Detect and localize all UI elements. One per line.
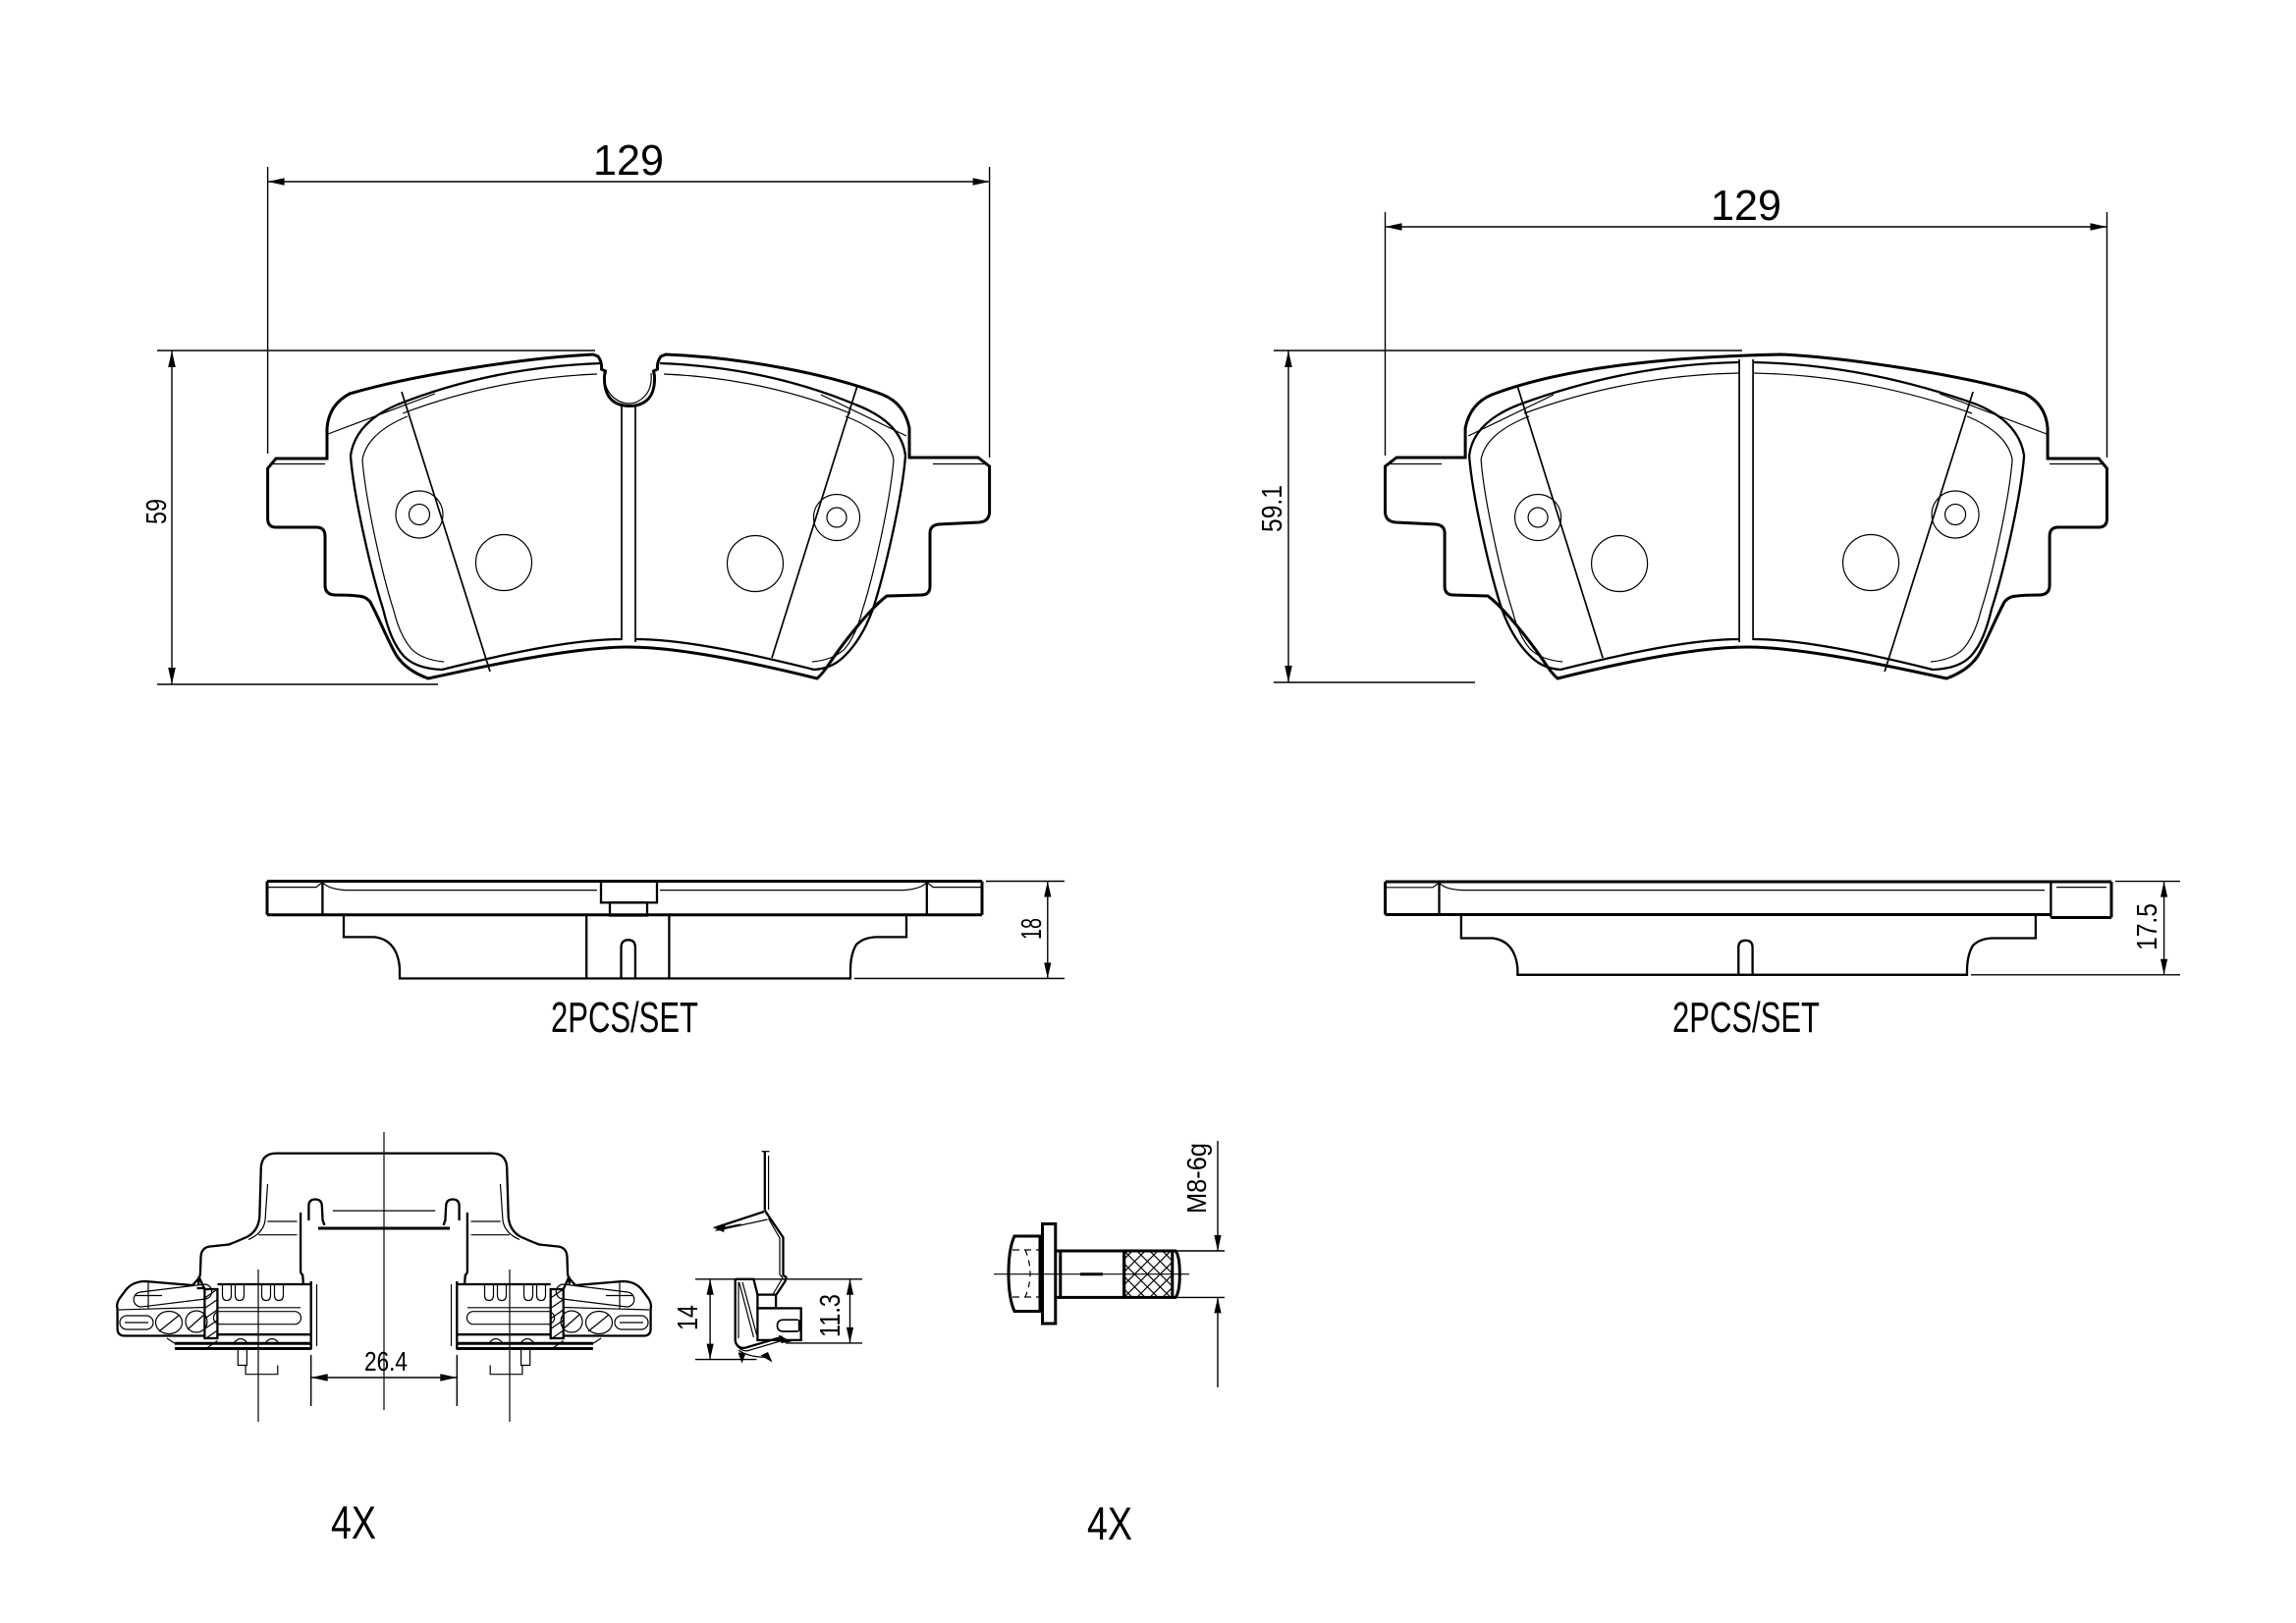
svg-text:59.1: 59.1 <box>1257 485 1288 532</box>
svg-text:2PCS/SET: 2PCS/SET <box>1672 994 1820 1042</box>
svg-text:14: 14 <box>673 1305 704 1330</box>
svg-text:2PCS/SET: 2PCS/SET <box>551 994 698 1042</box>
svg-text:129: 129 <box>593 136 664 185</box>
svg-text:26.4: 26.4 <box>364 1346 408 1377</box>
svg-text:129: 129 <box>1711 182 1781 230</box>
svg-text:18: 18 <box>1016 918 1048 940</box>
svg-text:59: 59 <box>141 499 173 524</box>
svg-text:4X: 4X <box>1087 1497 1132 1549</box>
svg-text:17.5: 17.5 <box>2132 903 2163 950</box>
svg-text:11.3: 11.3 <box>815 1294 847 1337</box>
svg-text:M8-6g: M8-6g <box>1181 1143 1212 1214</box>
svg-text:4X: 4X <box>331 1496 376 1548</box>
